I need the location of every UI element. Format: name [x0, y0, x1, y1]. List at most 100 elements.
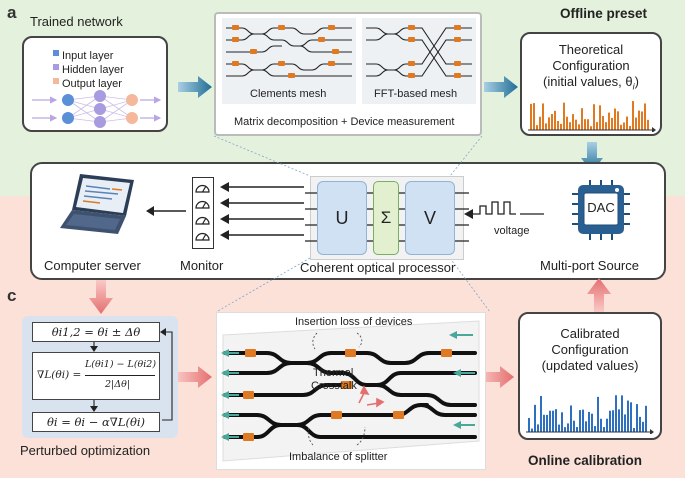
bar-glyph [644, 103, 646, 130]
bar-glyph [549, 410, 551, 432]
bar-glyph [623, 122, 625, 130]
trained-network-title: Trained network [30, 14, 123, 29]
bar-glyph [572, 114, 574, 130]
hidden-layer-label: Hidden layer [62, 64, 124, 76]
bar-glyph [533, 103, 535, 130]
bar-glyph [611, 117, 613, 130]
hidden-layer-swatch [53, 64, 59, 70]
bar-glyph [587, 119, 589, 130]
arrow-network-to-mesh [178, 76, 212, 98]
gauge-icons [195, 184, 210, 241]
bar-glyph [618, 409, 620, 432]
perturbed-optimization-label: Perturbed optimization [20, 443, 151, 458]
bar-glyph [581, 108, 583, 130]
optical-processor: U Σ V [305, 176, 469, 260]
insertion-loss-label: Insertion loss of devices [295, 316, 413, 328]
bar-glyph [593, 104, 595, 130]
theoretical-bars [528, 101, 656, 132]
computer-server-label: Computer server [44, 258, 141, 273]
bar-glyph [557, 120, 559, 130]
theoretical-line3-text: (initial values, θ [543, 74, 633, 89]
v-block: V [405, 181, 455, 255]
bar-glyph [566, 116, 568, 130]
mesh-caption: Matrix decomposition + Device measuremen… [234, 116, 455, 128]
bar-glyph [542, 103, 544, 130]
equation-gradient: ∇L(θi) = L(θi1) − L(θi2) 2|Δθ| [32, 352, 160, 400]
bar-glyph [558, 424, 560, 432]
bar-glyph [621, 395, 623, 432]
blue-bar-group [528, 395, 647, 432]
fft-mesh-panel: FFT-based mesh [362, 18, 476, 104]
bar-glyph [605, 122, 607, 130]
theoretical-line2: Configuration [552, 58, 630, 73]
bar-glyph [609, 410, 611, 432]
bar-glyph [647, 119, 649, 130]
imbalance-label: Imbalance of splitter [289, 451, 388, 463]
processor-label: Coherent optical processor [300, 260, 456, 275]
equation-perturb: θi1,2 = θi ± Δθ [32, 322, 160, 342]
output-layer-swatch [53, 78, 59, 84]
bar-glyph [639, 416, 641, 432]
calibrated-line3: (updated values) [541, 358, 639, 373]
bar-glyph [591, 413, 593, 432]
gradient-lhs: ∇L(θi) = [37, 369, 82, 381]
laptop-icon [60, 174, 134, 234]
theoretical-config-text: Theoretical Configuration (initial value… [522, 42, 660, 95]
bar-glyph [602, 116, 604, 130]
u-block: U [317, 181, 367, 255]
section-label-a: a [7, 3, 17, 22]
sigma-block-label: Σ [380, 208, 392, 227]
bar-glyph [597, 396, 599, 432]
bar-glyph [638, 110, 640, 130]
bar-glyph [531, 428, 533, 432]
bar-glyph [548, 117, 550, 130]
bar-glyph [536, 125, 538, 130]
bar-glyph [537, 424, 539, 432]
bar-glyph [645, 405, 647, 432]
bar-glyph [539, 116, 541, 130]
bar-glyph [582, 409, 584, 432]
legend-hidden: Hidden layer [53, 60, 124, 78]
crosstalk-label: Crosstalk [311, 380, 357, 392]
monitor-device [192, 177, 214, 249]
theoretical-line1: Theoretical [558, 42, 624, 57]
bar-glyph [573, 420, 575, 432]
theoretical-close: ) [634, 74, 639, 89]
output-layer-label: Output layer [62, 78, 122, 90]
arrow-computer-to-optimization [89, 280, 113, 314]
bar-glyph [620, 124, 622, 130]
theoretical-line3: (initial values, θi) [522, 74, 660, 95]
bar-glyph [588, 411, 590, 432]
bar-glyph [584, 119, 586, 130]
bar-glyph [534, 404, 536, 432]
arrow-chip-to-calibrated [478, 366, 514, 388]
equation-update: θi = θi − α∇L(θi) [32, 412, 160, 432]
thermal-label: Thermal [313, 367, 354, 379]
input-layer-swatch [53, 50, 59, 56]
bar-glyph [555, 409, 557, 432]
bar-glyph [642, 421, 644, 432]
signal-arrows [220, 182, 304, 240]
gradient-numerator: L(θi1) − L(θi2) [85, 359, 157, 370]
bar-glyph [612, 410, 614, 432]
gradient-denominator: 2|Δθ| [105, 379, 131, 390]
bar-glyph [635, 117, 637, 130]
dac-chip: DAC [568, 178, 634, 242]
bar-glyph [594, 426, 596, 432]
bar-glyph [617, 111, 619, 130]
bar-glyph [626, 116, 628, 130]
theoretical-config-box: Theoretical Configuration (initial value… [520, 32, 662, 136]
monitor-label: Monitor [180, 258, 224, 273]
bar-glyph [632, 101, 634, 130]
bar-glyph [554, 110, 556, 130]
calibrated-line1: Calibrated [560, 326, 620, 341]
clements-mesh-panel: Clements mesh [222, 18, 356, 104]
section-label-c: c [7, 286, 17, 305]
theoretical-subscript: i [632, 81, 635, 92]
bar-glyph [575, 119, 577, 130]
bar-glyph [564, 427, 566, 432]
dac-chip-icon [572, 180, 630, 240]
bar-glyph [552, 410, 554, 432]
bar-glyph [528, 417, 530, 432]
mesh-box: Clements mesh FFT-based mesh Matrix d [214, 12, 482, 136]
